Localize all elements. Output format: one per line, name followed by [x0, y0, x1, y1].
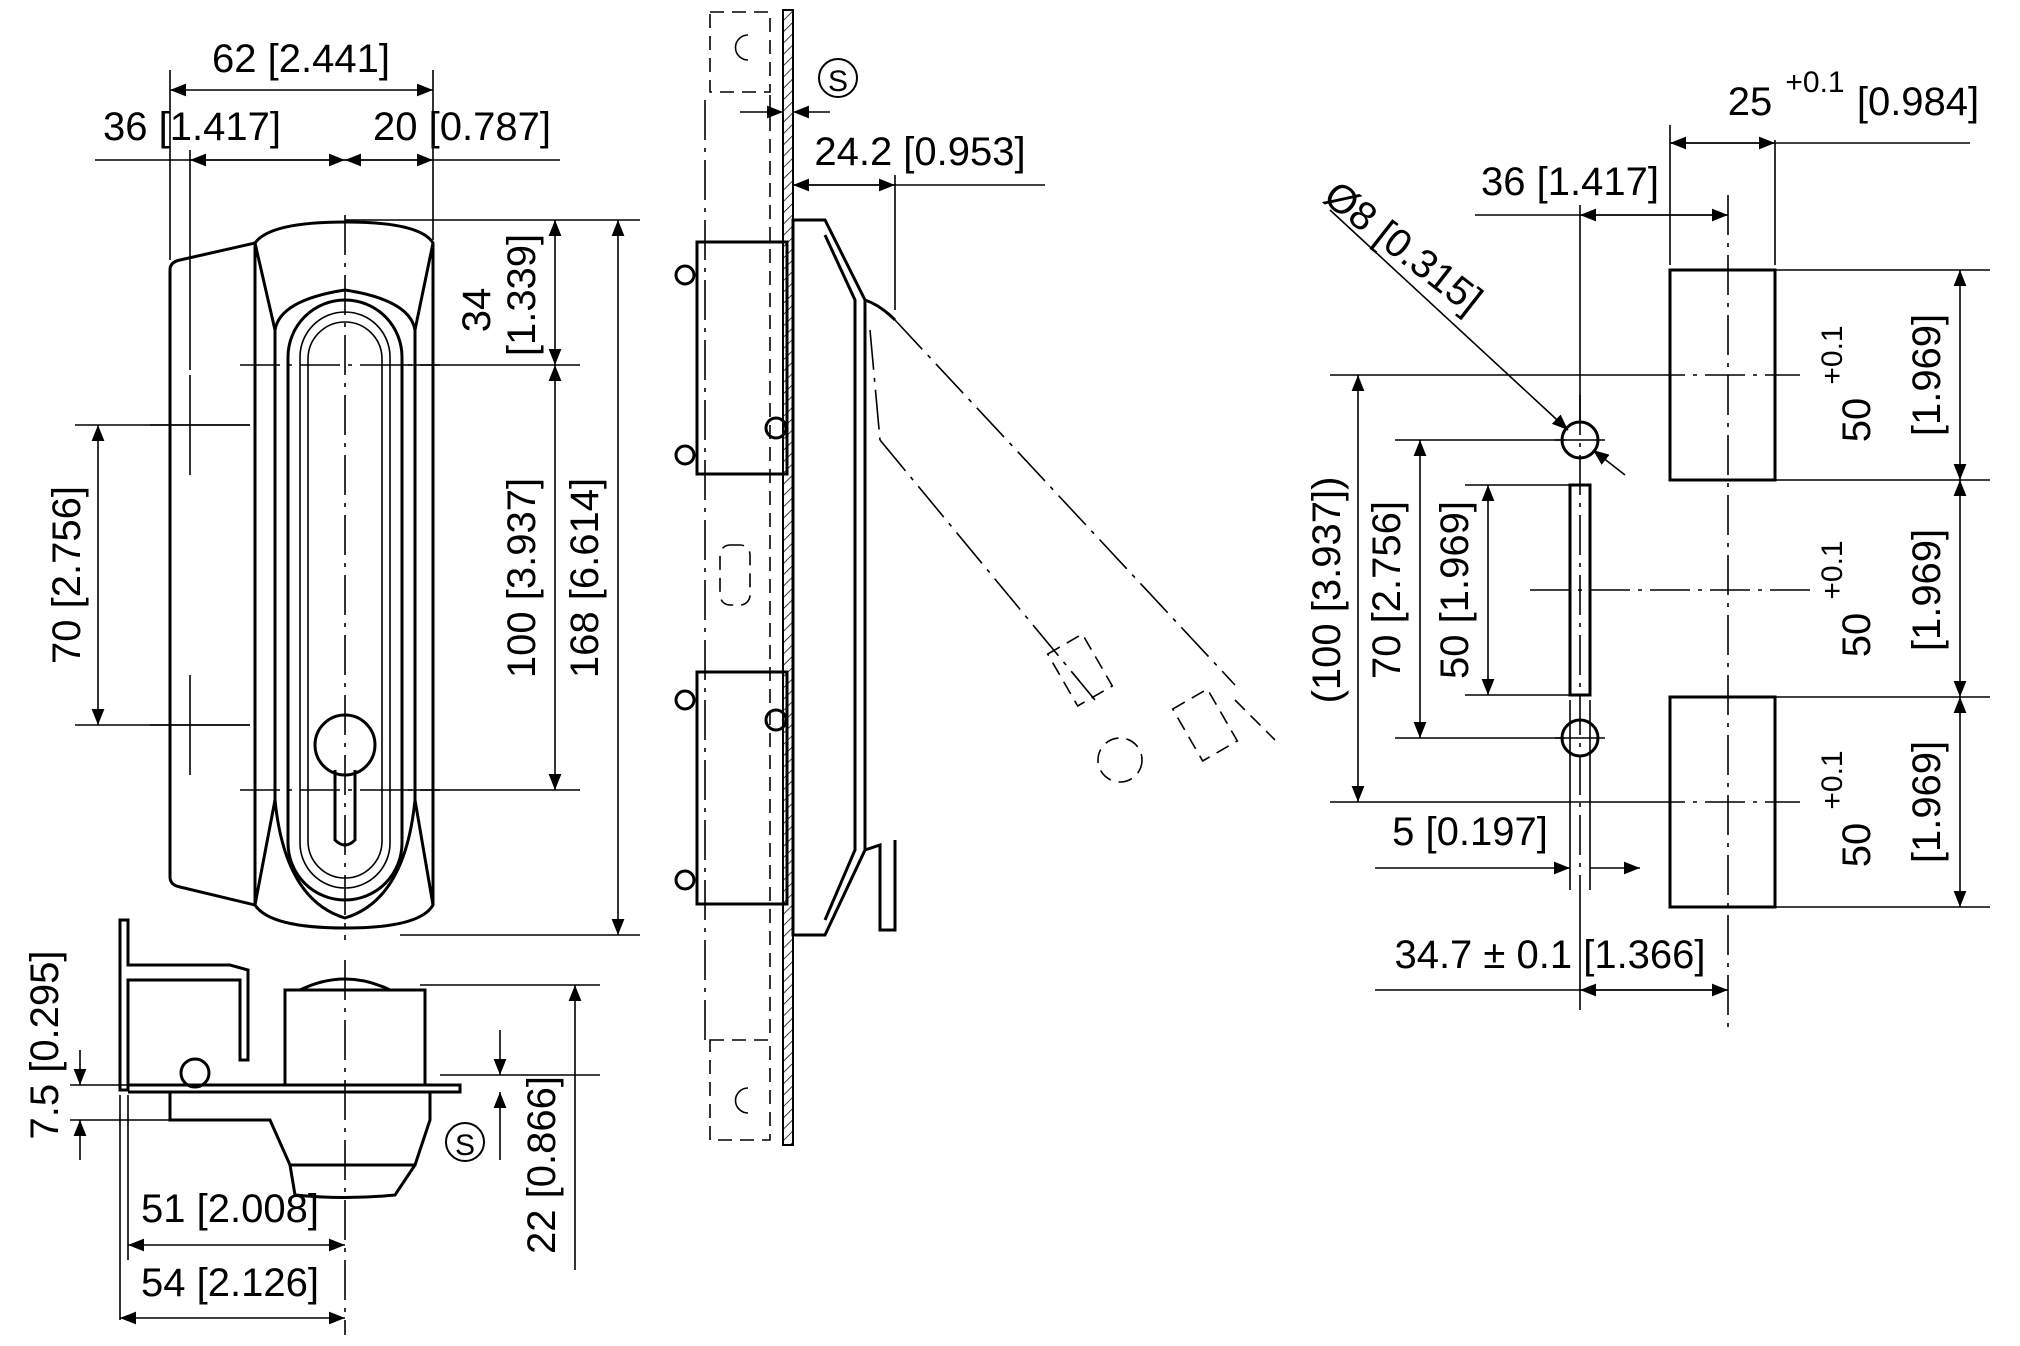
panel-symbol-bottom: [445, 1122, 485, 1162]
dim-51: 51 [2.008]: [141, 1187, 319, 1231]
dim-20: 20 [0.787]: [373, 105, 551, 149]
dim-70-cutout: 70 [2.756]: [1365, 501, 1409, 679]
dim-36-front: 36 [1.417]: [103, 105, 281, 149]
side-dimensions: S 24.2 [0.953]: [740, 58, 1045, 310]
dim-diameter-8: Ø8 [0.315]: [1316, 173, 1490, 323]
front-view: [150, 215, 440, 940]
dim-25-tol: +0.1: [1785, 66, 1844, 99]
bottom-dimensions: 7.5 [0.295] S 22 [0.866] 51 [2.008] 54 […: [23, 950, 600, 1325]
dim-34-7: 34.7 ± 0.1 [1.366]: [1394, 933, 1705, 977]
dim-50-mid-inch: [1.969]: [1905, 529, 1949, 651]
dim-50-slot: 50 [1.969]: [1433, 501, 1477, 679]
dim-25-inch: [0.984]: [1857, 80, 1979, 124]
dim-50-bottom: 50: [1835, 823, 1879, 868]
dim-25: 25: [1728, 80, 1773, 124]
front-dimensions: 62 [2.441] 36 [1.417] 20 [0.787] 34 [1.3…: [45, 37, 640, 936]
dim-36-cutout: 36 [1.417]: [1481, 160, 1659, 204]
dim-50-top-inch: [1.969]: [1905, 314, 1949, 436]
dim-34-inch: [1.339]: [500, 234, 544, 356]
dim-50-bottom-inch: [1.969]: [1905, 741, 1949, 863]
cutout-dimensions: 25 +0.1 [0.984] 36 [1.417] Ø8 [0.315] (1…: [1305, 66, 1990, 1010]
dim-50-mid: 50: [1835, 613, 1879, 658]
dim-50-top-tol: +0.1: [1816, 325, 1849, 384]
dim-168: 168 [6.614]: [563, 478, 607, 678]
panel-symbol-top: [818, 58, 858, 98]
dim-34: 34: [455, 288, 499, 333]
dim-70-front: 70 [2.756]: [45, 486, 89, 664]
dim-24-2: 24.2 [0.953]: [814, 130, 1025, 174]
dim-5: 5 [0.197]: [1392, 810, 1548, 854]
bottom-view: [118, 918, 462, 1335]
side-view: [674, 9, 1276, 1146]
panel-symbol-bottom-label: S: [455, 1129, 475, 1162]
dim-100-ref: (100 [3.937]): [1305, 477, 1349, 704]
dim-54: 54 [2.126]: [141, 1261, 319, 1305]
dim-22: 22 [0.866]: [520, 1076, 564, 1254]
dim-50-bottom-tol: +0.1: [1816, 750, 1849, 809]
dim-50-top: 50: [1835, 398, 1879, 443]
dim-50-mid-tol: +0.1: [1816, 540, 1849, 599]
panel-symbol-top-label: S: [828, 65, 848, 98]
dim-62: 62 [2.441]: [212, 37, 390, 81]
cutout-view: [1530, 195, 1810, 1030]
dim-7-5: 7.5 [0.295]: [23, 950, 67, 1139]
dim-100-front: 100 [3.937]: [500, 478, 544, 678]
